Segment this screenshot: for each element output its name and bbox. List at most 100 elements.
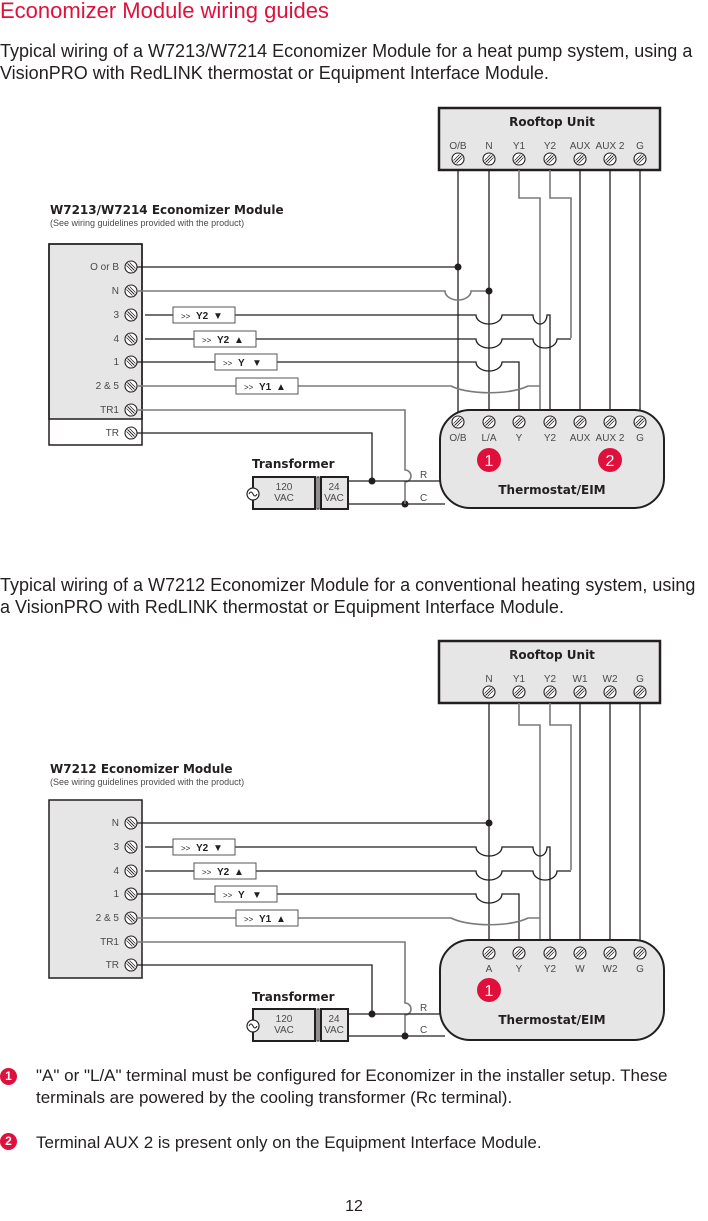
thermostat-terminal-label: G bbox=[636, 964, 644, 975]
conventional-wiring-diagram: Rooftop Unit N Y1 Y2 W1 W2 G W7212 Econo… bbox=[48, 639, 665, 1042]
rooftop-terminal-label: O/B bbox=[449, 141, 467, 152]
note-badge-1: 1 bbox=[0, 1068, 17, 1085]
module-title: W7213/W7214 Economizer Module bbox=[50, 203, 284, 217]
screw-terminal-icon bbox=[124, 911, 138, 925]
screw-terminal-icon bbox=[124, 935, 138, 949]
svg-text:Y: Y bbox=[238, 890, 245, 901]
screw-terminal-icon bbox=[512, 152, 526, 166]
screw-terminal-icon bbox=[124, 840, 138, 854]
relay-y2-down: >> Y2 ▼ bbox=[172, 306, 236, 324]
screw-terminal-icon bbox=[512, 415, 526, 429]
rooftop-terminal-label: Y1 bbox=[513, 141, 526, 152]
module-title: W7212 Economizer Module bbox=[50, 762, 233, 776]
screw-terminal-icon bbox=[482, 415, 496, 429]
svg-text:>>: >> bbox=[202, 336, 212, 345]
svg-text:120: 120 bbox=[276, 482, 293, 493]
screw-terminal-icon bbox=[573, 152, 587, 166]
thermostat-terminal-label: AUX 2 bbox=[596, 433, 625, 444]
wires-1 bbox=[137, 170, 641, 508]
screw-terminal-icon bbox=[124, 379, 138, 393]
svg-text:Y: Y bbox=[238, 358, 245, 369]
economizer-module-1: W7213/W7214 Economizer Module (See wirin… bbox=[48, 203, 284, 440]
transformer-title: Transformer bbox=[252, 990, 335, 1004]
svg-text:>>: >> bbox=[223, 359, 233, 368]
rooftop-terminal-label: N bbox=[485, 141, 492, 152]
arrow-up-icon: ▲ bbox=[276, 382, 286, 393]
rooftop-title: Rooftop Unit bbox=[509, 648, 595, 662]
section2-description: Typical wiring of a W7212 Economizer Mod… bbox=[0, 575, 696, 617]
svg-text:Y1: Y1 bbox=[259, 382, 272, 393]
thermostat-eim-2: A Y Y2 W W2 G 1 Thermostat/EIM bbox=[439, 939, 665, 1041]
arrow-down-icon: ▼ bbox=[213, 843, 223, 854]
rooftop-terminal-label: Y1 bbox=[513, 674, 526, 685]
module-terminal-label: N bbox=[112, 286, 119, 297]
arrow-down-icon: ▼ bbox=[252, 358, 262, 369]
note-badge-1: 1 bbox=[477, 978, 501, 1002]
svg-text:120: 120 bbox=[276, 1014, 293, 1025]
module-terminal-label: 1 bbox=[113, 357, 119, 368]
module-subtitle: (See wiring guidelines provided with the… bbox=[50, 777, 244, 787]
svg-text:Y2: Y2 bbox=[217, 335, 230, 346]
module-terminal-label: 1 bbox=[113, 889, 119, 900]
screw-terminal-icon bbox=[573, 946, 587, 960]
screw-terminal-icon bbox=[124, 816, 138, 830]
svg-text:VAC: VAC bbox=[324, 1025, 344, 1036]
screw-terminal-icon bbox=[573, 415, 587, 429]
svg-text:Y2: Y2 bbox=[196, 311, 209, 322]
svg-text:>>: >> bbox=[223, 891, 233, 900]
module-terminal-label: TR1 bbox=[100, 405, 119, 416]
note-badge-2: 2 bbox=[0, 1133, 17, 1150]
arrow-up-icon: ▲ bbox=[234, 335, 244, 346]
svg-text:>>: >> bbox=[202, 868, 212, 877]
arrow-up-icon: ▲ bbox=[276, 914, 286, 925]
screw-terminal-icon bbox=[124, 308, 138, 322]
thermostat-terminal-label: G bbox=[636, 433, 644, 444]
arrow-down-icon: ▼ bbox=[252, 890, 262, 901]
module-terminal-label: 2 & 5 bbox=[96, 913, 120, 924]
page-title: Economizer Module wiring guides bbox=[0, 0, 329, 23]
relay-y2-up: >> Y2 ▲ bbox=[193, 862, 257, 880]
thermostat-title: Thermostat/EIM bbox=[498, 1013, 605, 1027]
module-terminal-label: 3 bbox=[113, 842, 119, 853]
svg-text:>>: >> bbox=[181, 312, 191, 321]
screw-terminal-icon bbox=[124, 426, 138, 440]
module-terminal-label: 4 bbox=[113, 866, 119, 877]
thermostat-terminal-label: Y bbox=[516, 433, 523, 444]
r-label: R bbox=[420, 470, 427, 481]
note-badge-2: 2 bbox=[598, 448, 622, 472]
screw-terminal-icon bbox=[543, 685, 557, 699]
screw-terminal-icon bbox=[482, 946, 496, 960]
svg-text:VAC: VAC bbox=[274, 1025, 294, 1036]
svg-text:1: 1 bbox=[485, 453, 494, 470]
thermostat-terminal-label: L/A bbox=[481, 433, 496, 444]
svg-text:Y2: Y2 bbox=[196, 843, 209, 854]
relay-boxes-2: >> Y2 ▼ >> Y2 ▲ >> Y ▼ >> Y1 ▲ bbox=[172, 838, 299, 927]
heat-pump-wiring-diagram: Rooftop Unit O/B N Y1 Y2 AUX AUX 2 G W72… bbox=[48, 106, 665, 510]
thermostat-terminal-label: W bbox=[575, 964, 585, 975]
rooftop-terminal-label: Y2 bbox=[544, 141, 557, 152]
screw-terminal-icon bbox=[603, 946, 617, 960]
relay-y1-up: >> Y1 ▲ bbox=[235, 909, 299, 927]
screw-terminal-icon bbox=[512, 685, 526, 699]
screw-terminal-icon bbox=[633, 946, 647, 960]
svg-text:VAC: VAC bbox=[274, 493, 294, 504]
screw-terminal-icon bbox=[451, 152, 465, 166]
screw-terminal-icon bbox=[543, 415, 557, 429]
rooftop-terminal-label: G bbox=[636, 674, 644, 685]
screw-terminal-icon bbox=[573, 685, 587, 699]
thermostat-title: Thermostat/EIM bbox=[498, 483, 605, 497]
relay-y2-up: >> Y2 ▲ bbox=[193, 330, 257, 348]
module-terminal-label: TR bbox=[106, 960, 119, 971]
module-terminal-label: TR bbox=[106, 428, 119, 439]
screw-terminal-icon bbox=[633, 685, 647, 699]
screw-terminal-icon bbox=[124, 355, 138, 369]
svg-text:>>: >> bbox=[244, 383, 254, 392]
svg-text:Y1: Y1 bbox=[259, 914, 272, 925]
c-label: C bbox=[420, 1025, 427, 1036]
relay-y1-up: >> Y1 ▲ bbox=[235, 377, 299, 395]
relay-y2-down: >> Y2 ▼ bbox=[172, 838, 236, 856]
rooftop-unit-2: Rooftop Unit N Y1 Y2 W1 W2 G bbox=[437, 639, 662, 705]
svg-text:>>: >> bbox=[181, 844, 191, 853]
thermostat-terminal-label: W2 bbox=[603, 964, 618, 975]
rooftop-terminal-label: AUX 2 bbox=[596, 141, 625, 152]
